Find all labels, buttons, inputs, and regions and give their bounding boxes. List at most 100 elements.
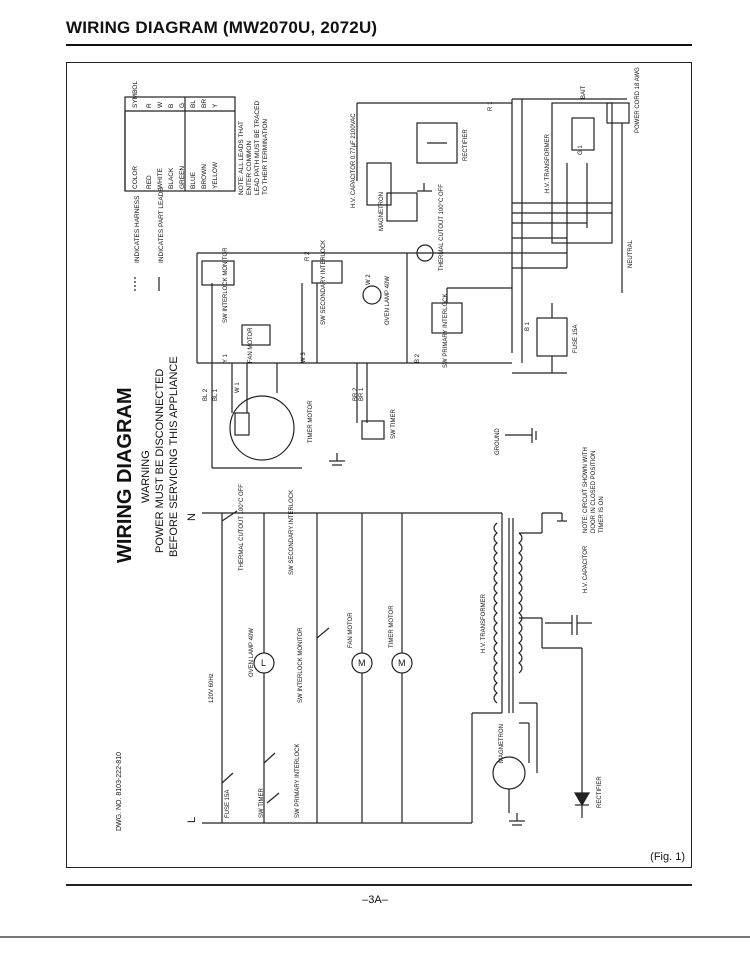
wire-w3: W 3 <box>301 352 307 363</box>
legend-symbol-4: BL <box>190 100 197 108</box>
schematic-rectifier <box>573 792 591 807</box>
bottom-rule <box>0 936 750 938</box>
wire-w2: W 2 <box>366 274 372 285</box>
transformer-block <box>551 102 613 244</box>
interlock-monitor-box <box>201 260 235 286</box>
legend-harness: INDICATES HARNESS <box>134 195 141 263</box>
schematic-thermal: THERMAL CUTOUT 100°C OFF <box>239 484 245 571</box>
schematic-timer-motor <box>391 652 413 674</box>
figure-number: (Fig. 1) <box>650 851 685 863</box>
schematic-oven-lamp-label: OVEN LAMP 40W <box>249 628 255 677</box>
timer-motor-symbol <box>229 395 295 461</box>
big-title: WIRING DIAGRAM <box>114 387 136 563</box>
wire-bl1: BL 1 <box>213 388 219 401</box>
component-labels: SW INTERLOCK MONITOR FAN MOTOR TIMER MOT… <box>223 67 641 533</box>
legend-color-4: BLUE <box>190 171 197 189</box>
legend-symbol-0: R <box>146 103 153 108</box>
schematic-magnetron <box>492 756 526 790</box>
schematic-voltage: 120V 60Hz <box>209 673 215 703</box>
fan-motor-box <box>241 324 271 346</box>
wire-g1: G 1 <box>578 145 584 155</box>
legend-symbol-1: W <box>157 101 164 108</box>
legend-note-2: ENTER COMMON <box>246 141 253 195</box>
label-note-b: DOOR IN CLOSED POSITION <box>591 451 597 533</box>
label-hv-capacitor: H.V. CAPACITOR 0.77µF 2100VAC <box>351 113 357 208</box>
label-fan-motor: FAN MOTOR <box>248 327 254 363</box>
legend-color-5: BROWN <box>201 164 208 189</box>
wire-br2: BR 2 <box>353 387 359 401</box>
schematic-fan-motor <box>351 652 373 674</box>
schematic-rectifier-label: RECTIFIER <box>597 776 603 808</box>
legend: INDICATES HARNESS INDICATES PART LEADS C… <box>132 81 269 263</box>
label-magnetron: MAGNETRON <box>379 192 385 231</box>
wire-r1: R 1 <box>488 101 494 111</box>
label-timer-motor: TIMER MOTOR <box>308 400 314 443</box>
schematic-oven-lamp <box>253 652 275 674</box>
legend-part-leads: INDICATES PART LEADS <box>158 187 165 263</box>
label-primary-interlock: SW PRIMARY INTERLOCK <box>443 294 449 368</box>
schematic-lamp-symbol: L <box>261 658 266 668</box>
legend-note-3: LEAD PATH MUST BE TRACED <box>254 101 261 195</box>
warning-line2: BEFORE SERVICING THIS APPLIANCE <box>168 356 180 557</box>
schematic-fan-motor-label: FAN MOTOR <box>348 612 354 648</box>
wire-r2: R 2 <box>305 251 311 261</box>
warning-heading: WARNING <box>140 450 152 503</box>
wire-br1: BR 1 <box>359 387 365 401</box>
label-interlock-monitor: SW INTERLOCK MONITOR <box>223 247 229 323</box>
schematic-sw-timer-label: SW TIMER <box>259 787 265 818</box>
label-hv-transformer: H.V. TRANSFORMER <box>545 133 551 193</box>
legend-color-3: GREEN <box>179 166 186 189</box>
figure-frame: WIRING DIAGRAM WARNING POWER MUST BE DIS… <box>66 62 692 868</box>
legend-color-header: COLOR <box>132 166 139 189</box>
schematic-labels: N L 120V 60Hz THERMAL CUTOUT 100°C OFF S… <box>186 484 603 823</box>
legend-symbol-header: SYMBOL <box>132 81 139 108</box>
schematic-magnetron-label: MAGNETRON <box>499 724 505 763</box>
secondary-interlock-box <box>311 260 343 284</box>
magnetron-box <box>386 192 418 222</box>
label-note-c: TIMER IS ON <box>599 496 605 533</box>
schematic-primary-label: SW PRIMARY INTERLOCK <box>295 744 301 818</box>
schematic-timer-motor-label: TIMER MOTOR <box>389 605 395 648</box>
power-cord-block <box>606 102 630 124</box>
label-ground: GROUND <box>495 428 501 455</box>
legend-symbol-2: B <box>168 104 175 108</box>
label-power-cord: POWER CORD 18 AWG <box>635 67 641 133</box>
wire-y1: Y 1 <box>223 353 229 363</box>
schematic-monitor: SW INTERLOCK MONITOR <box>298 627 304 703</box>
label-sw-timer: SW TIMER <box>391 408 397 439</box>
legend-color-6: YELLOW <box>212 161 219 189</box>
label-bait: BAIT <box>581 85 587 99</box>
wire-b1: B 1 <box>525 321 531 331</box>
legend-color-0: RED <box>146 175 153 189</box>
fuse-box <box>536 317 568 357</box>
legend-symbol-3: G <box>179 103 186 108</box>
schematic-transformer-label: H.V. TRANSFORMER <box>481 593 487 653</box>
hv-capacitor-box <box>366 162 392 206</box>
legend-note-1: NOTE: ALL LEADS THAT <box>238 121 245 195</box>
label-rectifier: RECTIFIER <box>463 129 469 161</box>
footer-rule <box>66 884 692 886</box>
label-neutral: NEUTRAL <box>628 239 634 268</box>
schematic-fuse-label: FUSE 15A <box>225 790 231 818</box>
sw-timer-box <box>361 420 385 440</box>
label-oven-lamp: OVEN LAMP 40W <box>385 276 391 325</box>
wire-codes: R 1 R 2 W 1 W 2 W 3 B 1 B 2 Y 1 BL 2 BL … <box>203 101 584 401</box>
header-rule <box>66 44 692 46</box>
warning-line1: POWER MUST BE DISCONNECTED <box>154 369 166 553</box>
schematic-l: L <box>186 817 198 823</box>
label-note-a: NOTE: CIRCUIT SHOWN WITH <box>583 447 589 533</box>
wire-w1: W 1 <box>235 382 241 393</box>
title-block: WIRING DIAGRAM WARNING POWER MUST BE DIS… <box>114 356 180 831</box>
schematic-capacitor-label: H.V. CAPACITOR <box>583 545 589 593</box>
wiring-diagram: WIRING DIAGRAM WARNING POWER MUST BE DIS… <box>114 67 641 831</box>
label-secondary-interlock: SW SECONDARY INTERLOCK <box>321 240 327 325</box>
schematic-fan-symbol: M <box>358 658 366 668</box>
label-thermal-cutout: THERMAL CUTOUT 100°C OFF <box>439 184 445 271</box>
legend-color-2: BLACK <box>168 167 175 189</box>
oven-lamp-symbol <box>362 285 382 305</box>
label-fuse: FUSE 15A <box>573 325 579 353</box>
legend-note-4: TO THEIR TERMINATION <box>262 119 269 195</box>
wire-bl2: BL 2 <box>203 388 209 401</box>
legend-symbol-5: BR <box>201 99 208 108</box>
page-header-title: WIRING DIAGRAM (MW2070U, 2072U) <box>66 18 378 37</box>
